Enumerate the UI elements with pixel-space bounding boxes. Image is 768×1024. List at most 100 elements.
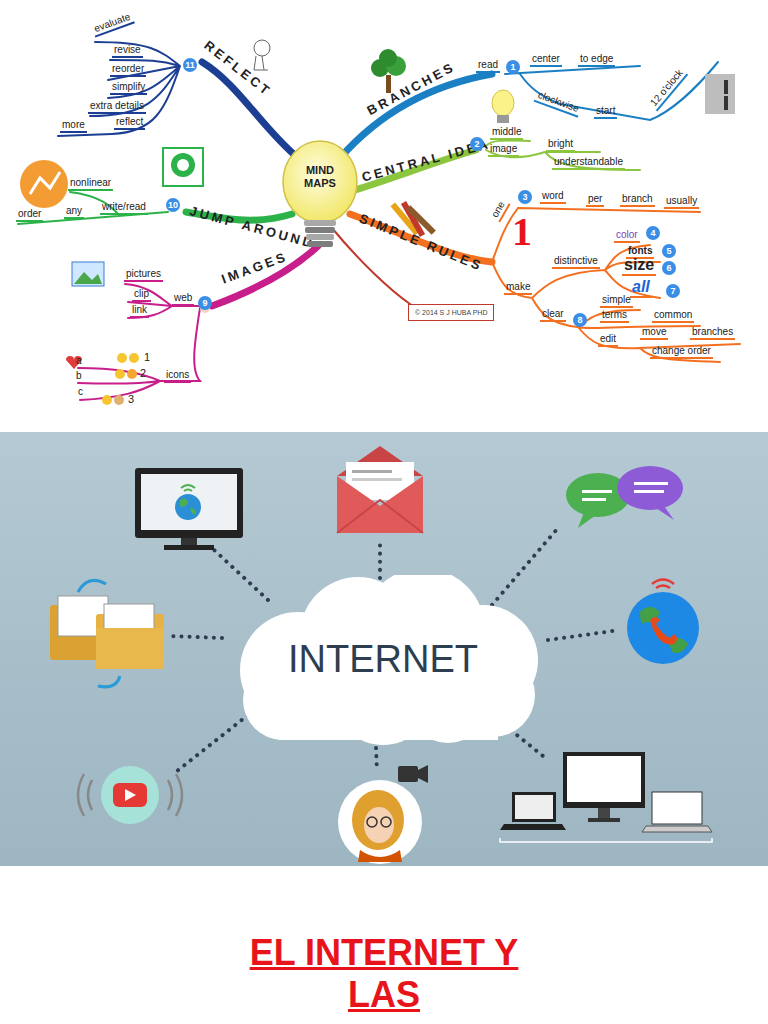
- devices-icon-part: [642, 826, 712, 832]
- email-icon-part: [337, 500, 423, 533]
- phone-globe-icon-part: [650, 617, 677, 645]
- bulb-node: MIND MAPS: [282, 140, 358, 250]
- callout-number: 6: [662, 261, 676, 275]
- devices-icon-part: [500, 824, 566, 830]
- connector-dots-part: [376, 748, 377, 772]
- folders-icon-part: [98, 676, 120, 687]
- branch-word: more: [60, 119, 87, 133]
- mind-map-branches-part: [212, 246, 318, 306]
- devices-icon-part: [515, 795, 553, 819]
- branch-title: IMAGES: [219, 249, 289, 287]
- connector-dots-part: [170, 636, 222, 638]
- devices-icon-part: [500, 838, 712, 842]
- connector-dots: [170, 528, 620, 775]
- branch-word: icons: [164, 369, 191, 383]
- videocall-icon-part: [418, 765, 428, 783]
- callout-number: 5: [662, 244, 676, 258]
- video-icon: [78, 766, 182, 824]
- video-icon-part: [125, 789, 136, 801]
- mind-map-branches-part: [505, 62, 718, 120]
- icon-label: b: [76, 370, 82, 381]
- callout-number: 7: [666, 284, 680, 298]
- connector-dots-part: [548, 630, 620, 640]
- branch-word: pictures: [124, 268, 163, 282]
- chat-icon-part: [634, 490, 664, 493]
- branch-word: clockwise: [534, 88, 583, 117]
- mind-map-branches-part: [58, 42, 180, 136]
- emoji-icons-part: [127, 369, 137, 379]
- devices-icon-part: [588, 818, 620, 822]
- chat-icon-part: [634, 482, 668, 485]
- mind-map-branches-part: [492, 208, 740, 362]
- bulb-outline: [282, 140, 358, 250]
- branch-word: evaluate: [91, 10, 135, 37]
- chat-icon-part: [578, 512, 596, 528]
- thinker-icon: [254, 40, 270, 70]
- branch-word: to edge: [578, 53, 615, 67]
- picture-icon-part: [72, 262, 104, 286]
- branch-word: word: [540, 190, 566, 204]
- branch-word: simple: [600, 294, 633, 308]
- phone-globe-icon-part: [652, 580, 674, 589]
- chat-icon-part: [582, 490, 612, 493]
- node-text: INTERNET: [233, 575, 533, 681]
- video-icon-part: [101, 766, 159, 824]
- chat-icon: [566, 466, 683, 528]
- tree-icon-part: [379, 49, 397, 67]
- branch-word: extra details: [88, 100, 146, 114]
- video-icon-part: [113, 783, 147, 807]
- branch-word: color: [614, 229, 640, 243]
- branch-word: link: [130, 304, 149, 318]
- callout-number: 1: [506, 60, 520, 74]
- emoji-icons-part: [66, 356, 82, 369]
- devices-icon-part: [567, 756, 641, 802]
- computer-icon-part: [164, 545, 214, 550]
- mind-map-branches-part: [78, 284, 200, 400]
- email-icon: [337, 446, 423, 533]
- phone-globe-icon: [627, 580, 699, 665]
- devices-icon-part: [512, 792, 556, 822]
- cloud-node: INTERNET: [218, 575, 548, 745]
- mind-map-branches: [18, 42, 740, 400]
- branch-word: start: [594, 105, 617, 119]
- bulb-base: [307, 241, 333, 247]
- devices-icon-part: [652, 792, 702, 824]
- branch-word: move: [640, 326, 668, 340]
- folders-icon-part: [78, 580, 106, 592]
- folders-icon-part: [96, 628, 164, 669]
- email-icon-part: [352, 470, 392, 473]
- bulb-icon: [492, 90, 514, 123]
- bulb-icon-part: [497, 115, 509, 123]
- branch-word: reorder: [110, 63, 146, 77]
- emoji-icons-part: [129, 353, 139, 363]
- branch-word: all: [630, 278, 652, 298]
- icon-label: 3: [128, 393, 134, 405]
- connector-dots-part: [378, 540, 382, 578]
- bulb-base: [306, 234, 334, 240]
- digit-display-part: [724, 96, 728, 110]
- branch-word: change order: [650, 345, 713, 359]
- videocall-icon-part: [358, 850, 402, 862]
- branch-word: terms: [600, 309, 629, 323]
- callout-number: 11: [183, 58, 197, 72]
- devices-icon-part: [598, 808, 610, 818]
- folders-icon: [50, 580, 164, 686]
- branch-word: any: [64, 205, 84, 219]
- emoji-icons-part: [102, 395, 112, 405]
- branch-word: distinctive: [552, 255, 600, 269]
- branch-word: make: [504, 281, 532, 295]
- videocall-icon-part: [381, 817, 391, 827]
- emoji-icons: [66, 303, 210, 405]
- page-title: EL INTERNET Y LAS: [249, 932, 519, 1016]
- branch-word: clip: [132, 288, 151, 302]
- computer-icon-part: [181, 538, 197, 546]
- branch-word: 12 o'clock: [647, 66, 689, 112]
- videocall-icon-part: [367, 817, 377, 827]
- connector-dots-part: [172, 715, 248, 775]
- callout-number: 9: [198, 296, 212, 310]
- branch-word: web: [172, 292, 194, 306]
- branch-word: size: [622, 256, 656, 276]
- callout-number: 3: [518, 190, 532, 204]
- computer-icon-part: [181, 485, 195, 491]
